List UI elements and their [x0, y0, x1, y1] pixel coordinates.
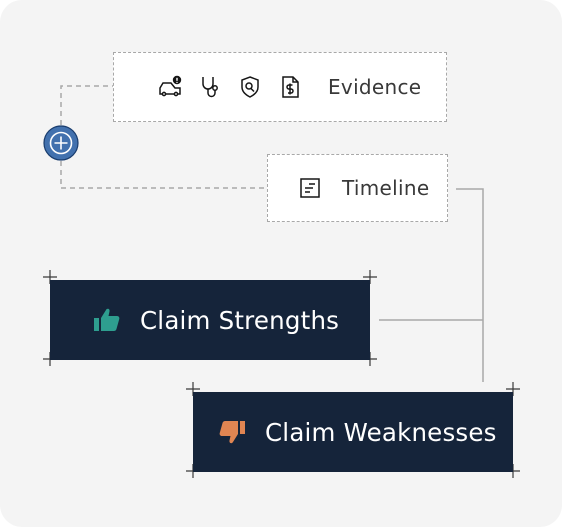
timeline-label: Timeline [342, 176, 430, 200]
timeline-panel[interactable]: Timeline [267, 154, 448, 222]
car-alert-icon [156, 73, 184, 101]
evidence-label: Evidence [328, 75, 422, 99]
evidence-panel[interactable]: Evidence [113, 52, 447, 122]
document-list-icon [296, 174, 324, 202]
claim-strengths-label: Claim Strengths [140, 305, 340, 335]
stethoscope-icon [196, 73, 224, 101]
thumbs-down-icon [217, 417, 247, 447]
dollar-document-icon [276, 73, 304, 101]
shield-search-icon [236, 73, 264, 101]
claim-weaknesses-label: Claim Weaknesses [265, 417, 497, 447]
claim-strengths-card[interactable]: Claim Strengths [50, 280, 370, 360]
claim-weaknesses-card[interactable]: Claim Weaknesses [193, 392, 513, 472]
thumbs-up-icon [92, 305, 122, 335]
plus-circle-icon [43, 125, 79, 161]
timeline-connector [60, 161, 267, 189]
timeline-trunk-connector [456, 188, 484, 382]
evidence-connector [60, 85, 113, 125]
add-node-button[interactable] [43, 125, 79, 161]
